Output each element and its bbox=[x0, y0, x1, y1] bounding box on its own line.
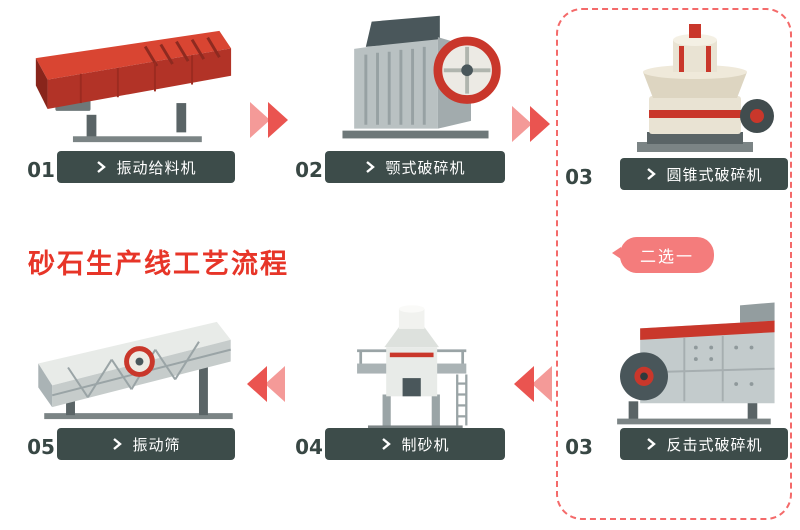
step-label-vibrating-screen: 振动筛 bbox=[57, 428, 235, 460]
vibrating-screen-illustration bbox=[38, 321, 233, 420]
step-number-04: 04 bbox=[295, 435, 323, 459]
step-label-text: 圆锥式破碎机 bbox=[666, 165, 763, 184]
step-number-01: 01 bbox=[27, 158, 55, 182]
vibrating-screen-image bbox=[26, 306, 244, 430]
bubble-tail-icon bbox=[612, 247, 621, 259]
sand-making-machine-image bbox=[316, 298, 501, 430]
step-label-jaw-crusher: 颚式破碎机 bbox=[325, 151, 505, 183]
jaw-crusher-image bbox=[323, 10, 508, 150]
step-label-text: 反击式破碎机 bbox=[666, 435, 763, 454]
impact-crusher-image bbox=[596, 296, 788, 426]
sand-making-machine-illustration bbox=[357, 305, 468, 430]
vibrating-feeder-image bbox=[30, 24, 235, 148]
choice-bubble-text: 二选一 bbox=[640, 247, 695, 266]
double-triangle-right-icon bbox=[250, 102, 288, 138]
step-label-text: 振动给料机 bbox=[116, 158, 197, 177]
step-number-03-bottom: 03 bbox=[565, 435, 593, 459]
step-label-text: 振动筛 bbox=[132, 435, 181, 454]
choice-bubble: 二选一 bbox=[612, 237, 715, 273]
step-number-03-top: 03 bbox=[565, 165, 593, 189]
chevron-right-icon bbox=[645, 437, 657, 451]
chevron-right-icon bbox=[364, 160, 376, 174]
step-number-05: 05 bbox=[27, 435, 55, 459]
step-label-vibrating-feeder: 振动给料机 bbox=[57, 151, 235, 183]
step-label-cone-crusher: 圆锥式破碎机 bbox=[620, 158, 788, 190]
cone-crusher-image bbox=[602, 16, 784, 158]
chevron-right-icon bbox=[380, 437, 392, 451]
jaw-crusher-illustration bbox=[342, 15, 501, 139]
step-label-impact-crusher: 反击式破碎机 bbox=[620, 428, 788, 460]
vibrating-feeder-illustration bbox=[35, 30, 232, 143]
double-triangle-left-icon bbox=[247, 366, 285, 402]
double-triangle-right-icon bbox=[512, 106, 550, 142]
chevron-right-icon bbox=[645, 167, 657, 181]
double-triangle-left-icon bbox=[514, 366, 552, 402]
impact-crusher-illustration bbox=[617, 302, 775, 425]
step-label-text: 制砂机 bbox=[401, 435, 450, 454]
chevron-right-icon bbox=[95, 160, 107, 174]
step-label-sand-making-machine: 制砂机 bbox=[325, 428, 505, 460]
chevron-right-icon bbox=[111, 437, 123, 451]
page-title: 砂石生产线工艺流程 bbox=[28, 249, 289, 280]
cone-crusher-illustration bbox=[637, 24, 774, 152]
step-number-02: 02 bbox=[295, 158, 323, 182]
step-label-text: 颚式破碎机 bbox=[385, 158, 466, 177]
choice-group-border bbox=[556, 8, 792, 520]
